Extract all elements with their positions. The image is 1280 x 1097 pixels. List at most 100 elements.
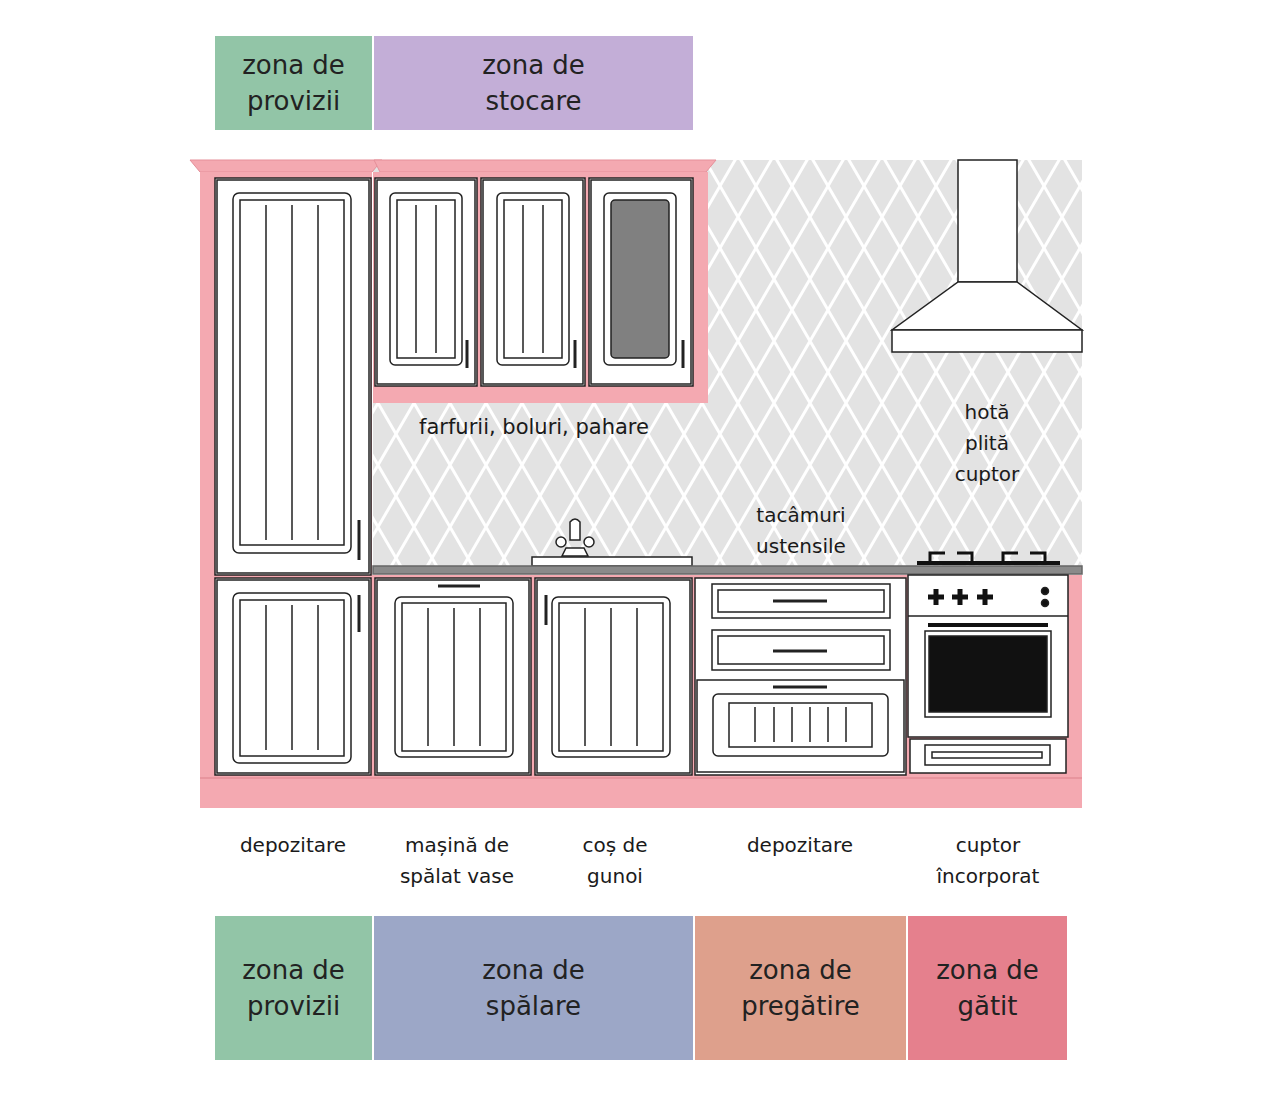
cabinet-door [377, 180, 475, 384]
crown-molding [190, 160, 382, 172]
door-slats [416, 205, 436, 353]
cabinet-door [217, 580, 369, 773]
cabinet-frame [373, 172, 708, 403]
cabinet-door [483, 180, 583, 384]
faucet-base [562, 548, 588, 556]
zone-label: zona de pregătire [726, 952, 876, 1024]
sink-rim [532, 557, 692, 566]
door-slats [266, 605, 318, 750]
door-panel [390, 193, 462, 365]
hood-base [892, 330, 1082, 352]
drawer [697, 680, 904, 772]
drawer [712, 584, 890, 618]
glass-panel [611, 200, 669, 358]
door-panel [504, 200, 562, 358]
door-handle [358, 595, 361, 632]
plinth-line [200, 777, 1082, 779]
drawer-vent [932, 752, 1042, 758]
door-panel [397, 200, 455, 358]
part-label: tacâmuri ustensile [736, 500, 866, 562]
part-label: depozitare [725, 830, 875, 861]
drawer-panel [713, 694, 888, 756]
door-panel [402, 603, 506, 751]
cabinet-frame [200, 172, 372, 778]
hood-canopy [892, 282, 1082, 330]
cabinet-door [537, 580, 690, 773]
oven-indicator [1042, 588, 1049, 595]
dishwasher-handle [438, 585, 480, 588]
hood-chimney [958, 160, 1017, 282]
door-panel [240, 600, 344, 756]
part-label: hotă plită cuptor [947, 397, 1027, 490]
drawer-panel [925, 745, 1050, 765]
zone-box: zona de spălare [374, 916, 693, 1060]
part-label: mașină de spălat vase [382, 830, 532, 892]
cabinet-body [375, 178, 477, 386]
door-panel [559, 603, 663, 751]
zone-box: zona de pregătire [695, 916, 906, 1060]
door-slats [266, 205, 318, 540]
wallpaper [373, 160, 1082, 566]
cabinet-body [375, 578, 531, 775]
cabinet-body [535, 578, 692, 775]
zone-label: zona de stocare [459, 47, 609, 119]
door-panel [552, 597, 670, 757]
door-panel [395, 597, 513, 757]
zone-label: zona de provizii [219, 47, 369, 119]
zone-label: zona de spălare [459, 952, 609, 1024]
door-handle [358, 520, 361, 560]
zone-label: zona de gătit [913, 952, 1063, 1024]
faucet-tap [584, 537, 594, 547]
door-handle [466, 340, 469, 368]
drawer-panel [718, 590, 884, 612]
part-label: farfurii, boluri, pahare [374, 412, 694, 443]
drawer-handle [773, 650, 827, 653]
oven-window-frame [925, 631, 1051, 717]
cabinet-frame [200, 575, 1082, 808]
door-panel [604, 193, 676, 365]
door-handle [545, 595, 548, 625]
door-panel [497, 193, 569, 365]
door-slats [428, 608, 480, 746]
door-panel [233, 193, 351, 553]
stove-grate [930, 553, 1045, 562]
countertop [373, 566, 1082, 574]
zone-label: zona de provizii [219, 952, 369, 1024]
stove-grate [917, 561, 1060, 565]
crown-molding [374, 160, 716, 172]
door-panel [240, 200, 344, 545]
oven-body [908, 575, 1068, 737]
dishwasher-door [377, 580, 529, 773]
zone-box: zona de stocare [374, 36, 693, 130]
oven-indicator [1042, 600, 1049, 607]
drawer-panel [729, 703, 872, 747]
faucet [570, 519, 580, 540]
drawer-slats [755, 707, 846, 742]
oven-handle [928, 623, 1048, 627]
oven-panel-line [908, 615, 1068, 617]
door-panel [233, 593, 351, 763]
part-label: depozitare [218, 830, 368, 861]
cabinet-body [215, 178, 371, 575]
drawer-panel [718, 636, 884, 664]
zone-box: zona de provizii [215, 916, 372, 1060]
part-label: coș de gunoi [565, 830, 665, 892]
cabinet-body [481, 178, 585, 386]
cabinet-body [695, 578, 906, 775]
door-slats [585, 608, 637, 746]
door-handle [574, 340, 577, 368]
zone-box: zona de provizii [215, 36, 372, 130]
door-slats [523, 205, 543, 353]
cabinet-body [589, 178, 693, 386]
door-handle [682, 340, 685, 368]
drawer [712, 630, 890, 670]
cabinet-door [217, 180, 369, 573]
faucet-tap [556, 537, 566, 547]
drawer-handle [773, 600, 827, 603]
oven-knob [928, 589, 993, 605]
oven-drawer [910, 739, 1066, 773]
cabinet-door [591, 180, 691, 384]
cabinet-body [215, 578, 371, 775]
part-label: cuptor încorporat [918, 830, 1058, 892]
